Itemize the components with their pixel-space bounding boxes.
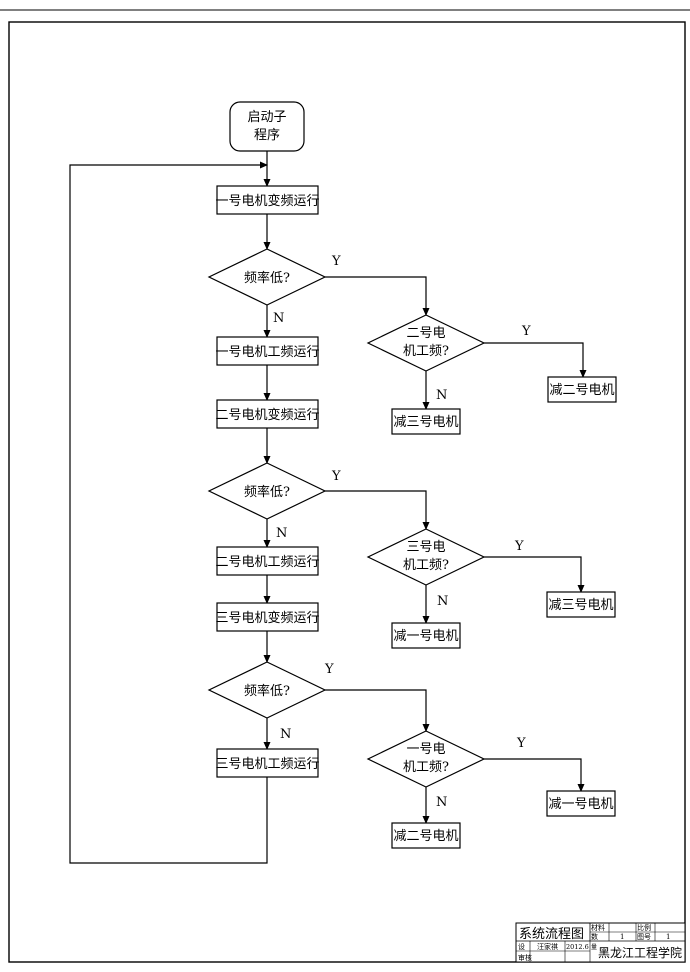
result-box-1n-label: 减三号电机 bbox=[393, 415, 458, 430]
quantity-value: 1 bbox=[620, 933, 624, 941]
result-box-1y-label: 减二号电机 bbox=[549, 383, 614, 398]
edge-label-n-1: N bbox=[273, 311, 284, 326]
right-decision-1-line-2: 机工频? bbox=[403, 344, 449, 359]
drawing-frame bbox=[8, 21, 686, 963]
review-label: 审核 bbox=[518, 953, 532, 962]
result-box-2n-label: 减一号电机 bbox=[393, 629, 458, 644]
start-node-line-1: 启动子 bbox=[247, 110, 286, 125]
right-decision-1-line-1: 二号电 bbox=[406, 326, 445, 341]
process-box-5: 三号电机变频运行 bbox=[215, 602, 320, 632]
result-box-2y-label: 减三号电机 bbox=[548, 598, 613, 613]
result-box-1n: 减三号电机 bbox=[391, 408, 461, 435]
edge-label-y-2: Y bbox=[331, 469, 341, 484]
edge-label-y-r2: Y bbox=[514, 539, 524, 554]
result-box-3y-label: 减一号电机 bbox=[548, 797, 613, 812]
start-node-line-2: 程序 bbox=[254, 128, 280, 143]
quantity-label: 数 bbox=[591, 932, 598, 941]
result-box-3y: 减一号电机 bbox=[546, 790, 616, 817]
drawing-title: 系统流程图 bbox=[519, 927, 584, 942]
edge-label-n-2: N bbox=[276, 526, 287, 541]
decision-1-label: 频率低? bbox=[244, 270, 290, 286]
title-block: 系统流程图 材料 数 1 比例 图号 1 设 汪家祺 2012.6 审核 量 黑… bbox=[515, 922, 686, 963]
decision-1: 频率低? bbox=[207, 248, 327, 306]
right-decision-3: 一号电 机工频? bbox=[366, 730, 486, 788]
sheet-value: 1 bbox=[666, 933, 670, 941]
process-box-2-label: 一号电机工频运行 bbox=[215, 345, 319, 360]
right-decision-1: 二号电 机工频? bbox=[366, 314, 486, 372]
process-box-6-label: 三号电机工频运行 bbox=[215, 757, 319, 772]
process-box-3: 二号电机变频运行 bbox=[215, 399, 320, 429]
process-box-6: 三号电机工频运行 bbox=[215, 748, 320, 778]
right-decision-3-line-2: 机工频? bbox=[403, 760, 449, 775]
edge-label-n-r2: N bbox=[437, 594, 448, 609]
result-box-3n-label: 减二号电机 bbox=[393, 829, 458, 844]
result-box-3n: 减二号电机 bbox=[391, 822, 461, 849]
school-name: 黑龙江工程学院 bbox=[598, 945, 682, 960]
process-box-1-label: 一号电机变频运行 bbox=[215, 193, 319, 209]
process-box-4-label: 二号电机工频运行 bbox=[215, 555, 319, 570]
design-date: 2012.6 bbox=[566, 943, 589, 951]
right-decision-3-line-1: 一号电 bbox=[406, 742, 445, 757]
right-decision-2: 三号电 机工频? bbox=[366, 528, 486, 586]
edge-label-n-r1: N bbox=[436, 388, 447, 403]
process-box-5-label: 三号电机变频运行 bbox=[215, 610, 319, 626]
decision-3-label: 频率低? bbox=[244, 683, 290, 699]
process-box-3-label: 二号电机变频运行 bbox=[215, 407, 319, 423]
decision-3: 频率低? bbox=[207, 661, 327, 719]
result-box-2n: 减一号电机 bbox=[391, 622, 461, 649]
edge-label-n-r3: N bbox=[436, 795, 447, 810]
school-prefix: 量 bbox=[591, 944, 597, 951]
edge-label-y-1: Y bbox=[331, 254, 341, 269]
process-box-2: 一号电机工频运行 bbox=[215, 336, 320, 366]
designer-name: 汪家祺 bbox=[537, 942, 558, 951]
process-box-1: 一号电机变频运行 bbox=[215, 185, 320, 215]
sheet-label: 图号 bbox=[637, 933, 651, 941]
result-box-2y: 减三号电机 bbox=[546, 591, 616, 618]
result-box-1y: 减二号电机 bbox=[547, 376, 617, 403]
scale-label: 比例 bbox=[637, 923, 651, 932]
connector-lines bbox=[69, 151, 587, 864]
edge-label-y-3: Y bbox=[324, 662, 334, 677]
material-label: 材料 bbox=[591, 923, 605, 932]
edge-label-n-3: N bbox=[280, 727, 291, 742]
process-box-4: 二号电机工频运行 bbox=[215, 546, 320, 576]
design-label: 设 bbox=[518, 942, 525, 951]
decision-2-label: 频率低? bbox=[244, 484, 290, 500]
right-decision-2-line-1: 三号电 bbox=[406, 540, 445, 555]
edge-label-y-r1: Y bbox=[521, 324, 531, 339]
start-node: 启动子 程序 bbox=[229, 101, 305, 152]
edge-label-y-r3: Y bbox=[516, 736, 526, 751]
right-decision-2-line-2: 机工频? bbox=[403, 558, 449, 573]
decision-2: 频率低? bbox=[207, 462, 327, 520]
